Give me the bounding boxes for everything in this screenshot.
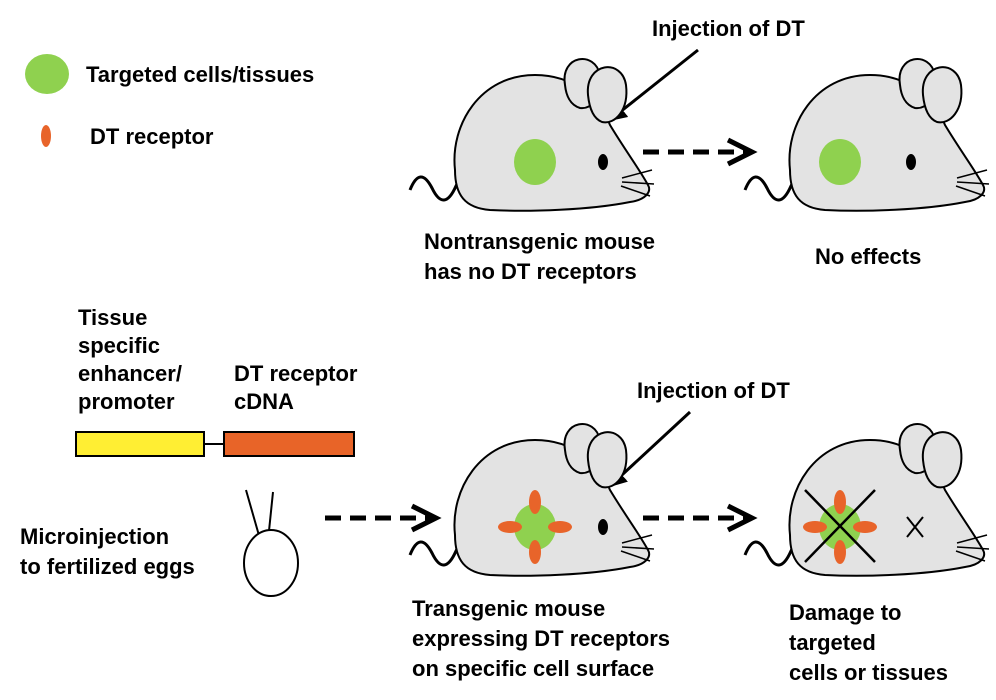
transgene-construct: Tissue specific enhancer/ promoter DT re… bbox=[20, 305, 442, 597]
targeted-cells-legend-swatch bbox=[25, 54, 69, 94]
mouse-eye bbox=[598, 154, 608, 170]
top-row: Injection of DT Nontransgenic mouse has … bbox=[408, 16, 991, 284]
legend: Targeted cells/tissues DT receptor bbox=[25, 54, 314, 149]
top-injection-label: Injection of DT bbox=[652, 16, 805, 41]
mouse-eye bbox=[906, 154, 916, 170]
top-dashed-arrow-head bbox=[726, 137, 758, 167]
microinjection-label: Microinjection to fertilized eggs bbox=[20, 524, 195, 579]
damaged-mouse bbox=[743, 422, 991, 578]
dead-eye-cross bbox=[906, 516, 924, 538]
dt-receptor-cdna-segment bbox=[223, 431, 355, 457]
targeted-tissue bbox=[819, 139, 861, 185]
bottom-row: Injection of DT Transgenic mouse express… bbox=[408, 378, 991, 685]
transgenic-mouse bbox=[408, 422, 656, 578]
damage-cross bbox=[804, 489, 876, 563]
legend-receptor-label: DT receptor bbox=[90, 124, 214, 149]
damage-caption: Damage to targeted cells or tissues bbox=[789, 600, 948, 685]
bottom-dashed-arrow-head bbox=[726, 503, 758, 533]
mouse-eye bbox=[598, 519, 608, 535]
legend-targeted-label: Targeted cells/tissues bbox=[86, 62, 314, 87]
nontransgenic-caption: Nontransgenic mouse has no DT receptors bbox=[424, 229, 661, 284]
fertilized-egg bbox=[243, 529, 299, 597]
no-effects-label: No effects bbox=[815, 244, 921, 269]
bottom-injection-label: Injection of DT bbox=[637, 378, 790, 403]
construct-dashed-arrow-head bbox=[410, 503, 442, 533]
top-injection-arrow bbox=[608, 48, 699, 122]
targeted-tissue bbox=[514, 504, 556, 550]
targeted-tissue bbox=[514, 139, 556, 185]
dt-receptor-legend-swatch bbox=[41, 125, 51, 147]
enhancer-label: Tissue specific enhancer/ promoter bbox=[78, 305, 188, 414]
result-mouse-top bbox=[743, 57, 991, 213]
cdna-label: DT receptor cDNA bbox=[234, 361, 364, 414]
nontransgenic-mouse bbox=[408, 57, 656, 213]
transgenic-caption: Transgenic mouse expressing DT receptors… bbox=[412, 596, 676, 681]
enhancer-promoter-segment bbox=[75, 431, 205, 457]
